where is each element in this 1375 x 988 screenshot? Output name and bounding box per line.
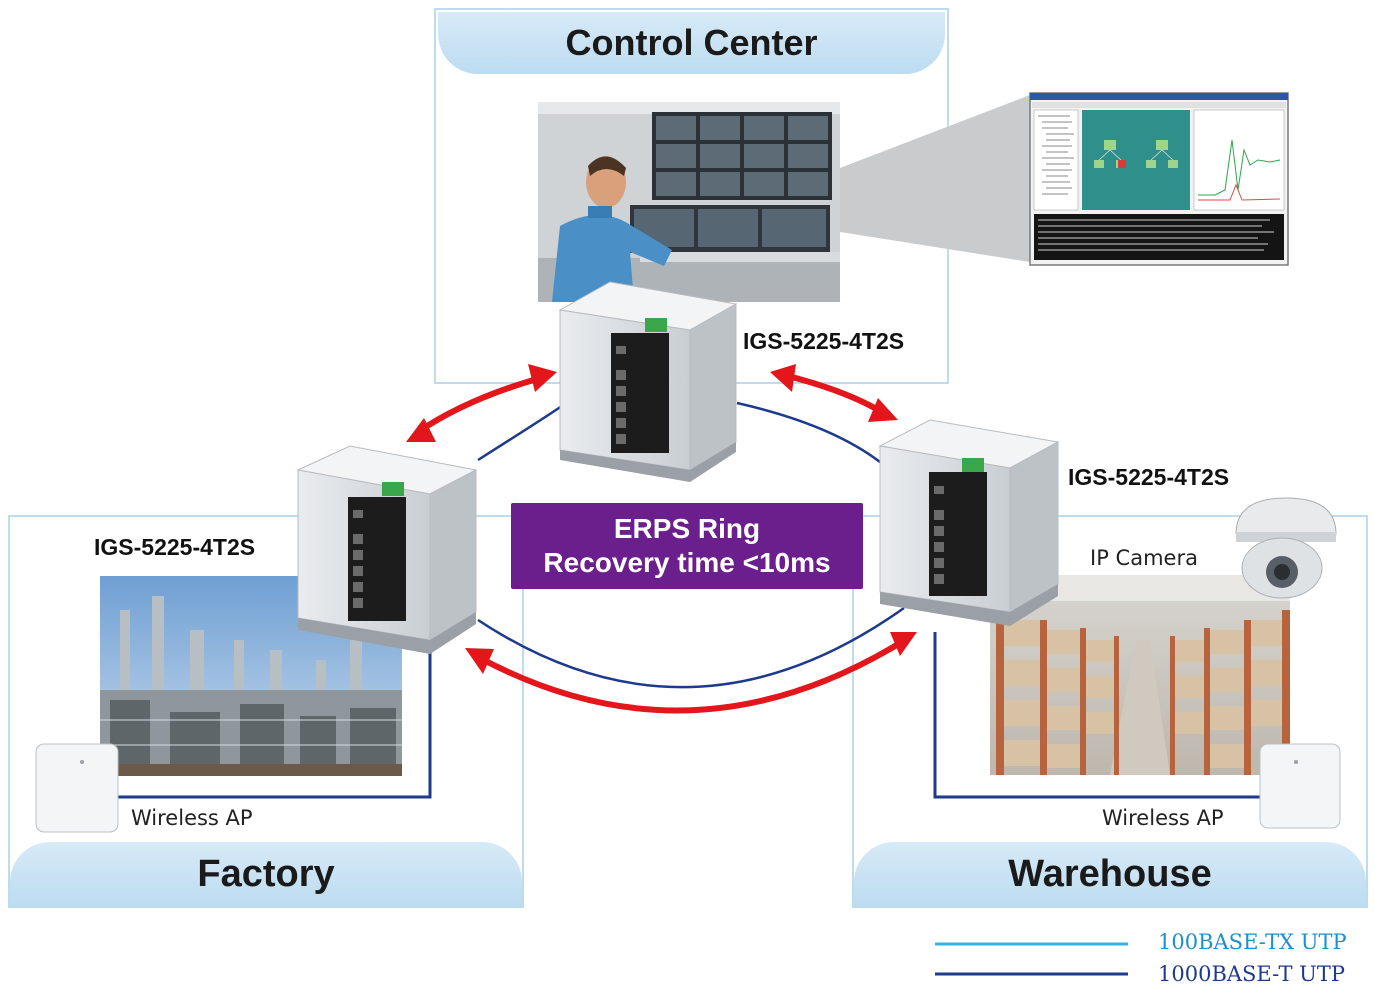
erps-ring-box: ERPS Ring Recovery time <10ms [511,503,863,589]
uplink-lines [118,632,1262,799]
factory-title: Factory [197,852,335,895]
ip-camera-icon [1235,497,1337,599]
control-room-photo [538,102,840,302]
warehouse-photo [990,575,1290,775]
control-center-header: Control Center [438,12,945,74]
control-center-title: Control Center [565,22,818,63]
warehouse-header: Warehouse [854,842,1366,906]
wireless-ap-factory-label: Wireless AP [131,806,253,830]
erps-ring-title: ERPS Ring [613,513,761,544]
wireless-ap-warehouse-icon [1259,743,1341,829]
switch-enclosure-left [296,445,478,654]
switch-enclosure-right [878,419,1060,626]
ip-camera-label: IP Camera [1090,546,1198,570]
legend-100base-tx: 100BASE-TX UTP [1158,930,1347,954]
legend-1000base-t: 1000BASE-T UTP [1158,962,1346,986]
switch-label-top: IGS-5225-4T2S [743,328,905,354]
switch-enclosure-top [558,281,738,482]
callout-wedge [840,95,1030,262]
wireless-ap-warehouse-label: Wireless AP [1102,806,1224,830]
factory-header: Factory [10,842,522,906]
warehouse-title: Warehouse [1008,852,1212,895]
ring-arrowheads [406,364,917,674]
switch-label-left: IGS-5225-4T2S [94,534,256,560]
switch-label-right: IGS-5225-4T2S [1068,464,1230,490]
nms-screenshot [1029,92,1289,266]
erps-recovery-time: Recovery time <10ms [543,547,831,578]
wireless-ap-factory-icon [35,743,119,833]
